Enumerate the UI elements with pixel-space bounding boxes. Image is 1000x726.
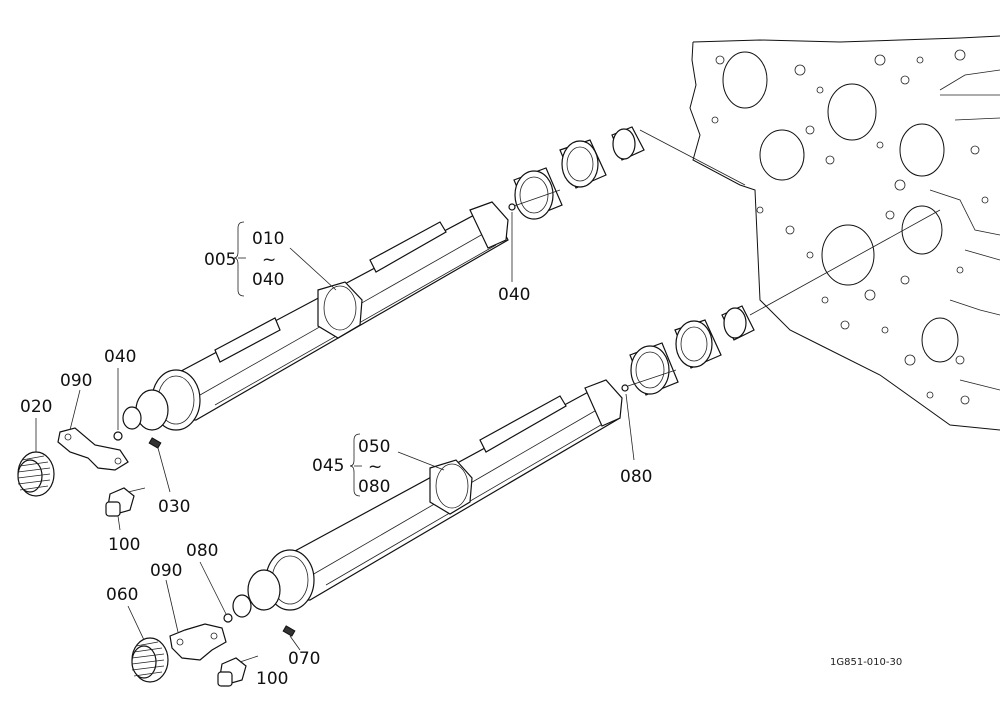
leader-lines: [35, 212, 635, 651]
label-050: 050: [358, 437, 390, 457]
label-090-upper: 090: [60, 371, 92, 391]
label-020: 020: [20, 397, 52, 417]
label-100-upper: 100: [108, 535, 140, 555]
gear-upper: [17, 451, 55, 497]
label-030: 030: [158, 497, 190, 517]
small-parts-lower: [131, 613, 296, 687]
label-040-ball: 040: [104, 347, 136, 367]
bushing-set-upper: [513, 126, 746, 220]
crankcase-block: [689, 35, 1000, 431]
label-045: 045: [312, 456, 344, 476]
drawing-code: 1G851-010-30: [830, 657, 902, 668]
label-010: 010: [252, 229, 284, 249]
label-100-lower: 100: [256, 669, 288, 689]
label-060: 060: [106, 585, 138, 605]
label-090-lower: 090: [150, 561, 182, 581]
label-tilde-lower: ~: [368, 457, 382, 477]
label-040-shaft: 040: [498, 285, 530, 305]
label-080-range: 080: [358, 477, 390, 497]
label-040-range: 040: [252, 270, 284, 290]
part-labels: 005 010 ~ 040 040 040 090 020 030 100 04…: [20, 229, 902, 689]
balancer-shaft-lower: [232, 369, 677, 618]
gear-lower: [131, 637, 169, 683]
small-parts-upper: [17, 427, 162, 517]
balancer-shaft-upper: [122, 189, 561, 431]
label-080-ball: 080: [186, 541, 218, 561]
bushing-set-lower: [629, 209, 941, 396]
label-005: 005: [204, 250, 236, 270]
label-070: 070: [288, 649, 320, 669]
label-tilde-upper: ~: [262, 250, 276, 270]
label-080-shaft: 080: [620, 467, 652, 487]
